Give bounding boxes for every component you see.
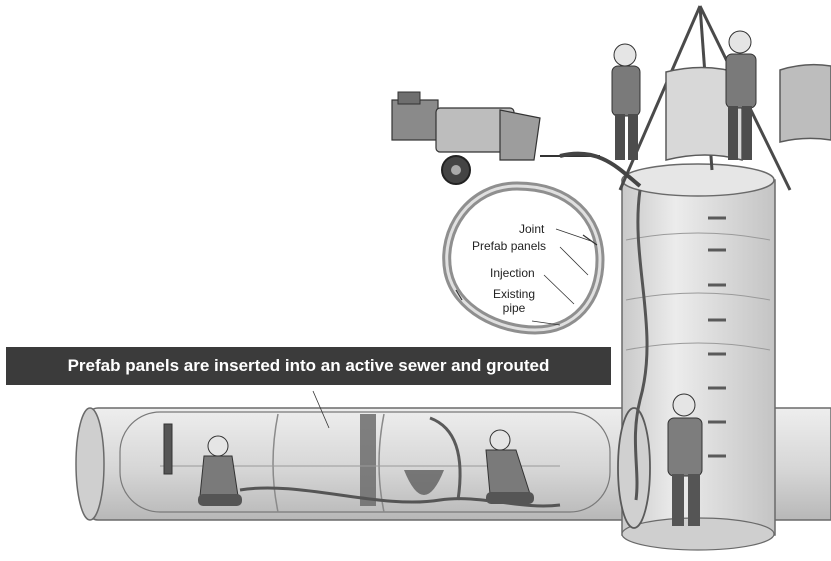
callout-existing-pipe-line1: Existing bbox=[488, 287, 540, 301]
callout-injection: Injection bbox=[490, 266, 535, 280]
callout-existing-pipe-line2: pipe bbox=[488, 301, 540, 315]
grout-pump bbox=[392, 92, 640, 186]
caption-banner: Prefab panels are inserted into an activ… bbox=[6, 347, 611, 385]
worker-top-left bbox=[612, 44, 640, 160]
callout-existing-pipe: Existing pipe bbox=[488, 287, 540, 315]
callout-prefab-panels: Prefab panels bbox=[472, 239, 546, 253]
callout-joint: Joint bbox=[519, 222, 544, 236]
